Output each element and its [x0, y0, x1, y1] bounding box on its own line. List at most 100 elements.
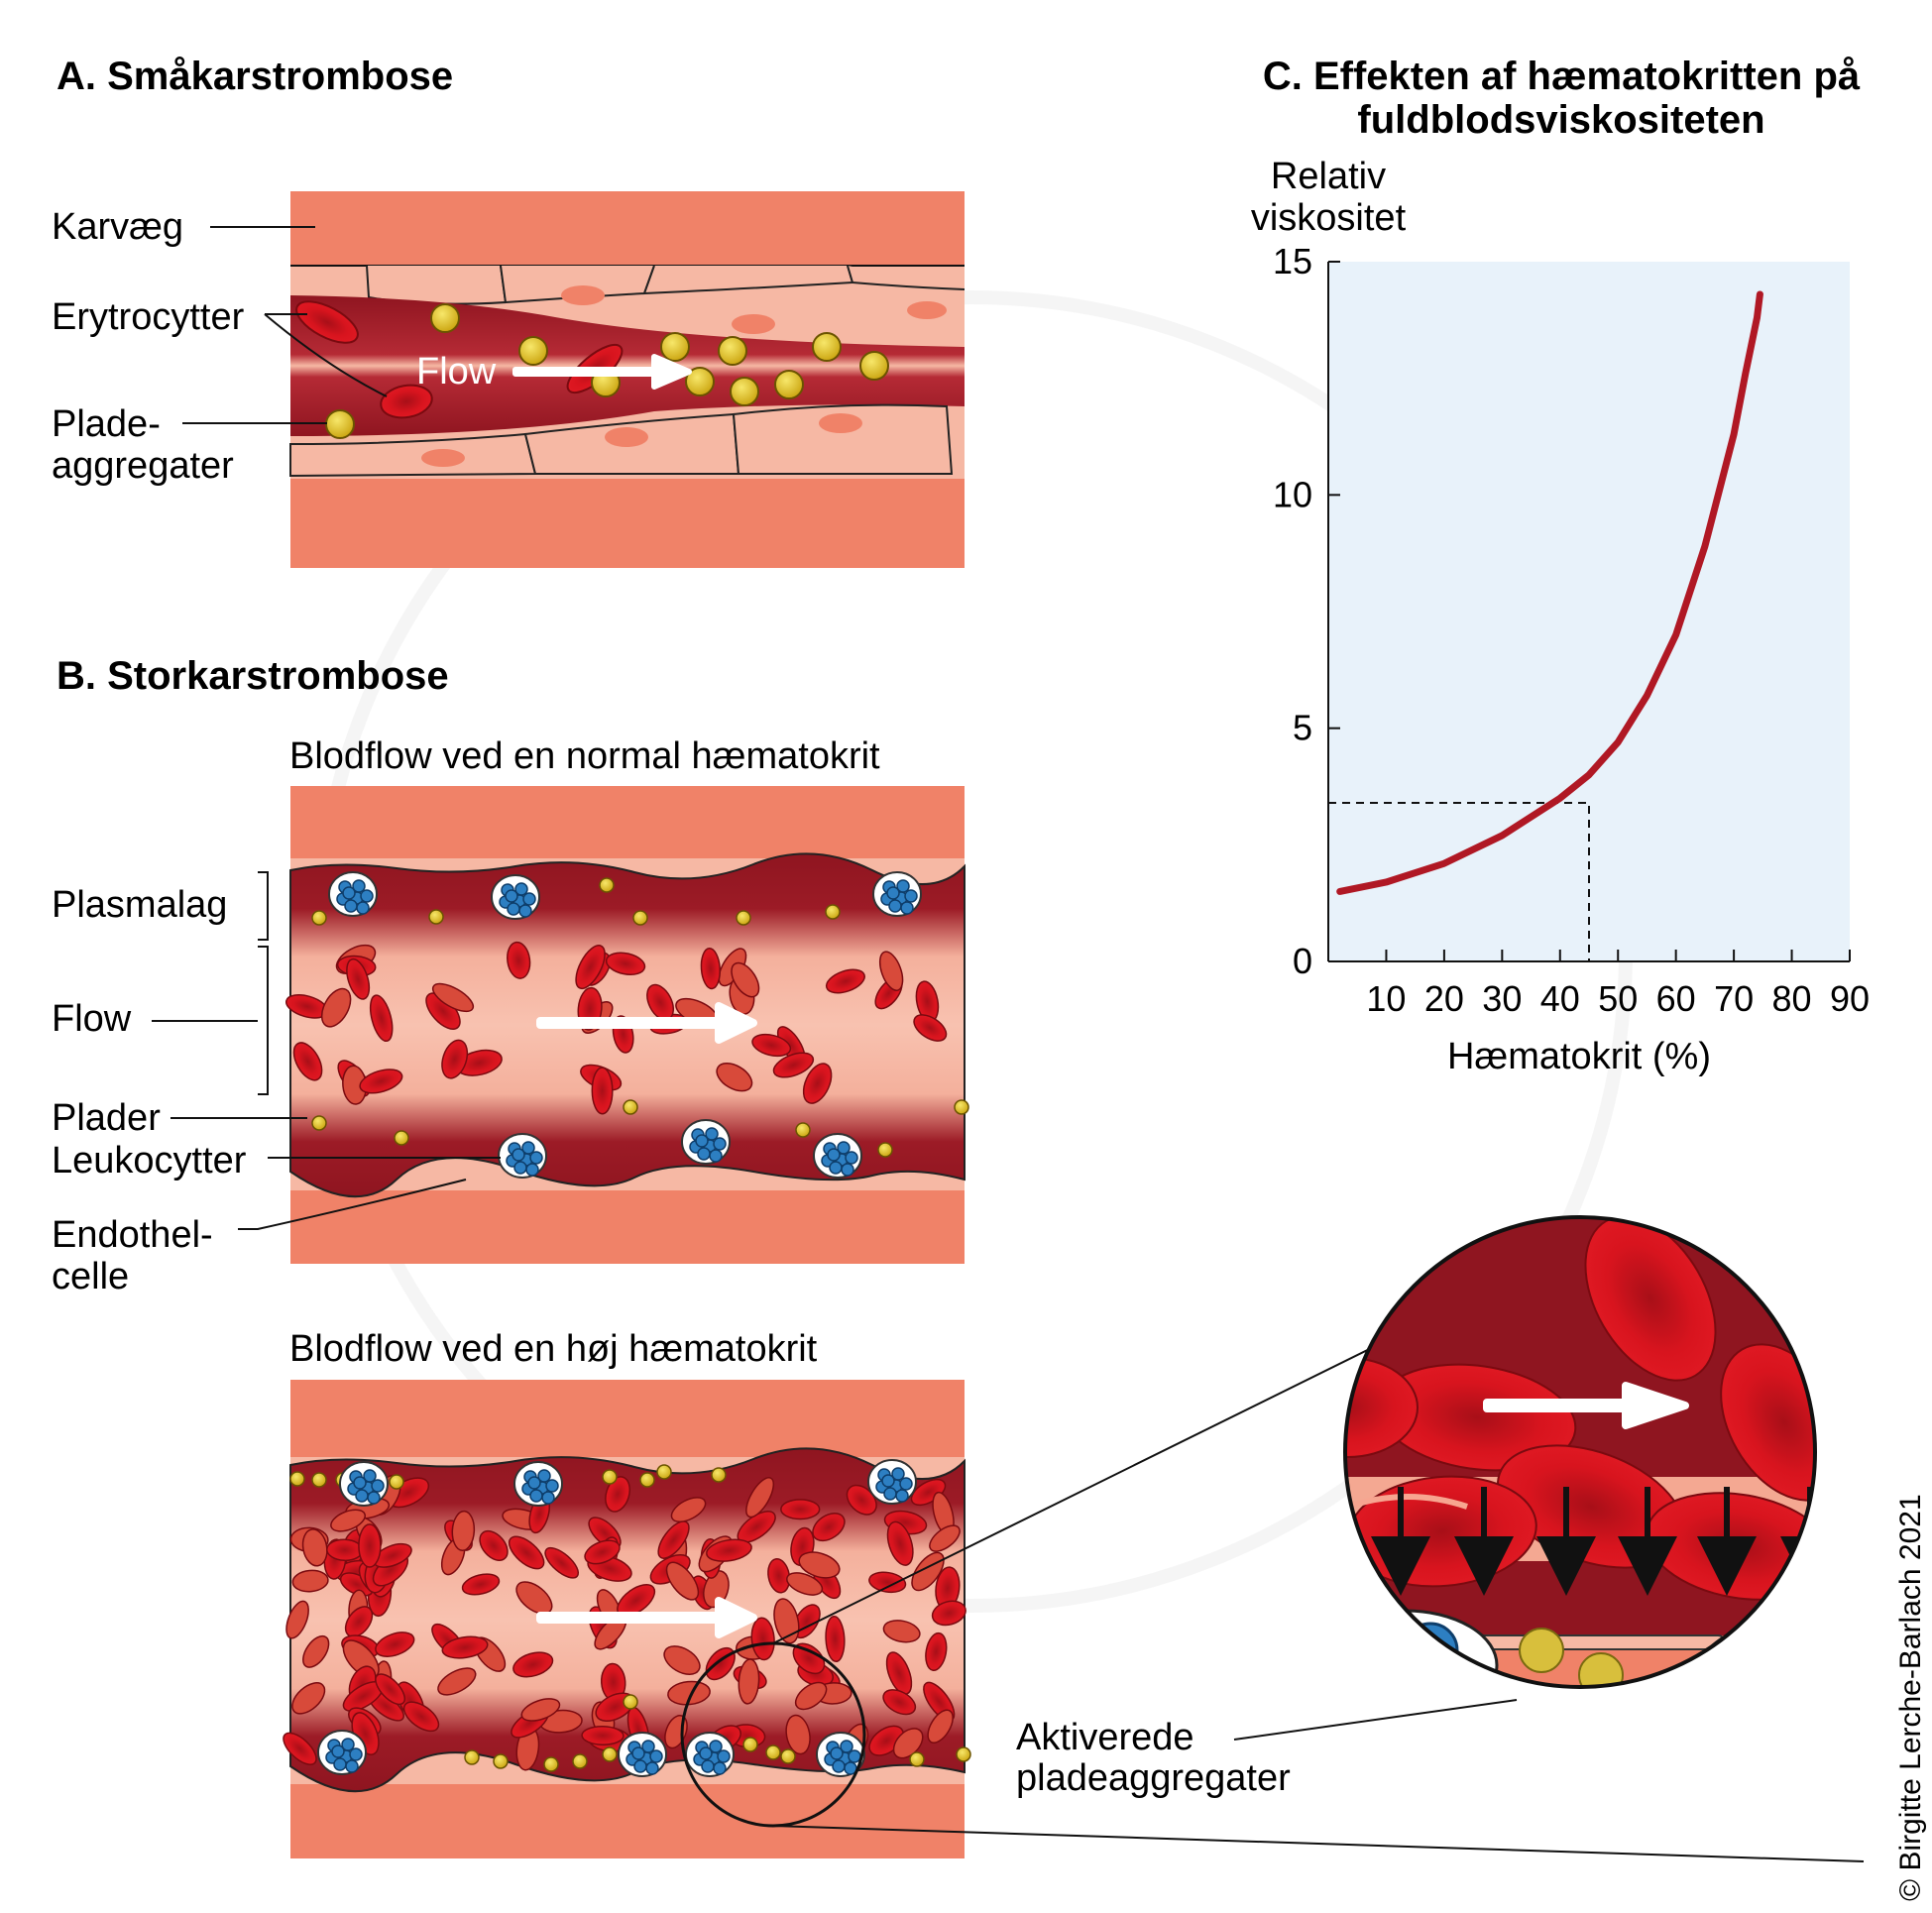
red-blood-cell [359, 1069, 403, 1094]
chart-x-tick-label: 90 [1830, 978, 1870, 1019]
chart-x-tick-label: 10 [1366, 978, 1406, 1019]
red-blood-cell [703, 1570, 730, 1609]
label-plade: Plade- [52, 403, 161, 445]
red-blood-cell [802, 1063, 833, 1104]
red-blood-cell [738, 1658, 760, 1705]
red-blood-cell [441, 1635, 489, 1659]
red-blood-cell [812, 1512, 846, 1542]
chart-y-tick-label: 15 [1273, 241, 1312, 281]
label-plader: Plader [52, 1097, 161, 1139]
zoom-label-leader [1233, 1699, 1518, 1741]
label-leukocytter: Leukocytter [52, 1140, 247, 1182]
red-blood-cell [283, 1732, 317, 1765]
label-flow: Flow [52, 998, 132, 1040]
zoom-circle [1343, 1215, 1817, 1689]
red-blood-cell [929, 1524, 961, 1552]
red-blood-cell [461, 1573, 501, 1596]
red-blood-cell [320, 987, 352, 1028]
red-blood-cell [431, 982, 475, 1013]
red-blood-cell [670, 1497, 707, 1522]
platelet [572, 1753, 588, 1769]
leukocyte [813, 1133, 862, 1179]
label-erytrocytter: Erytrocytter [52, 296, 245, 338]
chart-y-tick-label: 5 [1293, 708, 1312, 748]
red-blood-cell [326, 1538, 364, 1562]
chart-x-tick-label: 50 [1598, 978, 1638, 1019]
platelet [289, 1471, 305, 1487]
platelet [877, 1142, 893, 1158]
red-blood-cell [931, 1600, 966, 1627]
leukocyte [681, 1119, 731, 1165]
red-blood-cell [375, 1673, 406, 1706]
label-karvaeg: Karvæg [52, 206, 183, 248]
red-blood-cell [507, 941, 531, 979]
chart-x-label: Hæmatokrit (%) [1447, 1036, 1711, 1077]
red-blood-cell [745, 1477, 775, 1519]
leukocyte [618, 1732, 667, 1777]
chart-reference-line [1328, 801, 1590, 961]
chart-x-tick-label: 80 [1772, 978, 1812, 1019]
panel-a-lumen [290, 295, 965, 436]
red-blood-cell [330, 1509, 366, 1532]
chart-y-tick-label: 10 [1273, 474, 1312, 514]
platelet [602, 1469, 618, 1485]
platelet [623, 1694, 638, 1710]
chart-y-label: viskositet [1251, 197, 1407, 239]
platelet [464, 1749, 480, 1765]
leukocyte [685, 1732, 735, 1777]
panel-b-high-title: Blodflow ved en høj hæmatokrit [289, 1328, 818, 1370]
label-endothel: Endothel- [52, 1214, 213, 1256]
red-blood-cell [369, 994, 394, 1043]
leukocyte [339, 1461, 389, 1507]
chart-title-1: C. Effekten af hæmatokritten på [1263, 55, 1861, 98]
platelet [825, 904, 841, 920]
red-blood-cell [825, 968, 865, 994]
red-blood-cell [515, 1581, 553, 1615]
red-blood-cell [479, 1529, 509, 1561]
red-blood-cell [358, 1523, 382, 1568]
red-blood-cell [825, 1616, 846, 1663]
red-blood-cell [700, 947, 722, 990]
panel-b-high-vessel [283, 1380, 971, 1858]
platelet [493, 1753, 509, 1769]
red-blood-cell [544, 1546, 580, 1579]
platelet [389, 1474, 404, 1490]
leukocyte [328, 871, 378, 917]
platelet [656, 1464, 672, 1480]
zoom-label-1: Aktiverede [1016, 1717, 1194, 1758]
red-blood-cell [798, 1551, 841, 1579]
red-blood-cell [375, 1632, 415, 1657]
platelet [394, 1130, 409, 1146]
red-blood-cell [750, 1617, 775, 1661]
panel-a-vessel: Flow [289, 191, 966, 568]
red-blood-cell [885, 1651, 913, 1695]
leukocyte [317, 1730, 367, 1775]
panel-b-leaders [152, 871, 501, 1230]
panel-a-title: A. Småkarstrombose [57, 55, 453, 98]
platelet [736, 910, 751, 926]
chart-x-tick-label: 40 [1540, 978, 1580, 1019]
red-blood-cell [665, 1561, 700, 1601]
red-blood-cell [291, 1682, 326, 1715]
red-blood-cell [785, 1714, 811, 1755]
platelet [780, 1748, 796, 1764]
red-blood-cell [892, 1728, 924, 1759]
platelet [954, 1099, 969, 1115]
red-blood-cell [657, 1520, 690, 1559]
red-blood-cell [882, 1620, 921, 1643]
platelet [311, 1472, 327, 1488]
red-blood-cell [441, 1039, 469, 1079]
label-plasmalag: Plasmalag [52, 884, 227, 926]
panel-b-normal-vessel [285, 786, 969, 1264]
red-blood-cell [512, 1651, 554, 1678]
red-blood-cell [581, 1726, 625, 1745]
platelet [765, 1744, 781, 1760]
leukocyte [513, 1461, 563, 1507]
red-blood-cell [878, 951, 904, 991]
leukocyte [872, 871, 922, 917]
leukocyte [498, 1133, 547, 1179]
red-blood-cell [773, 1598, 800, 1644]
red-blood-cell [886, 1520, 914, 1566]
red-blood-cell [451, 1510, 476, 1552]
